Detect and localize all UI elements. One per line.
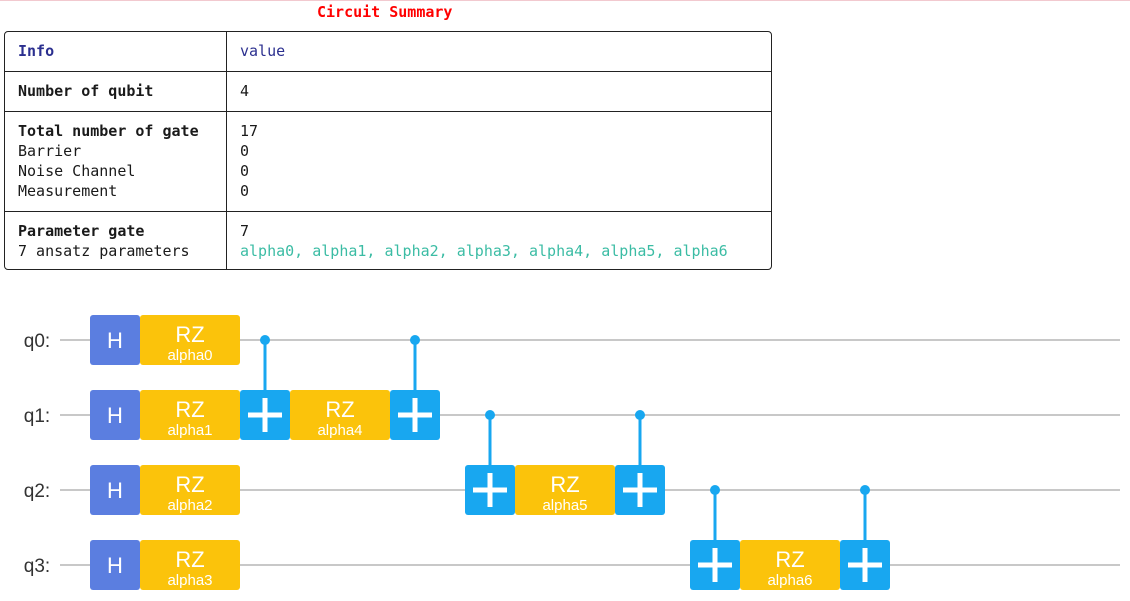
rz-gate-label: RZ: [175, 547, 204, 572]
rz-gate-box: [740, 540, 840, 590]
param-gate-value: 7: [240, 222, 250, 240]
rz-gate-box: [140, 315, 240, 365]
control-dot: [710, 485, 720, 495]
rz-gate-label: RZ: [175, 397, 204, 422]
control-dot: [635, 410, 645, 420]
rz-gate-box: [140, 540, 240, 590]
rz-gate-param: alpha3: [167, 572, 212, 589]
ansatz-params-label: 7 ansatz parameters: [18, 242, 190, 260]
rz-gate-label: RZ: [550, 472, 579, 497]
qubit-label-3: q3:: [24, 556, 50, 577]
h-gate: H: [90, 465, 140, 515]
circuit-diagram: q0:q1:q2:q3: HHHHRZalpha0RZalpha1RZalpha…: [24, 315, 1120, 590]
param-gate-label: Parameter gate: [18, 222, 145, 240]
h-gate-box: [90, 315, 140, 365]
h-gate-label: H: [107, 403, 123, 428]
ansatz-params-value: alpha0, alpha1, alpha2, alpha3, alpha4, …: [240, 242, 728, 260]
rz-gate-label: RZ: [775, 547, 804, 572]
table-row-params: Parameter gate 7 7 ansatz parameters alp…: [5, 211, 771, 271]
qubit-label-1: q1:: [24, 406, 50, 427]
measurement-value: 0: [240, 182, 250, 200]
qubit-count-label: Number of qubit: [18, 82, 154, 100]
h-gate-label: H: [107, 328, 123, 353]
rz-gate-param: alpha5: [542, 497, 587, 514]
rz-gate-param: alpha6: [767, 572, 812, 589]
measurement-label: Measurement: [18, 182, 118, 200]
h-gate-box: [90, 390, 140, 440]
h-gate: H: [90, 540, 140, 590]
control-dot: [260, 335, 270, 345]
rz-gate-param: alpha2: [167, 497, 212, 514]
rz-gate-box: [515, 465, 615, 515]
control-dot: [410, 335, 420, 345]
control-dot: [860, 485, 870, 495]
h-gate: H: [90, 390, 140, 440]
qubit-count-value: 4: [240, 82, 250, 100]
cnot-target: [615, 465, 665, 515]
control-dot: [485, 410, 495, 420]
rz-gate-param: alpha0: [167, 347, 212, 364]
top-divider: [0, 0, 1130, 1]
gate-count-value: 17: [240, 122, 259, 140]
rz-gate-label: RZ: [325, 397, 354, 422]
column-divider: [226, 32, 227, 269]
rz-gate-label: RZ: [175, 472, 204, 497]
table-header-row: Info value: [5, 32, 771, 71]
noise-channel-value: 0: [240, 162, 250, 180]
rz-gate-param: alpha4: [317, 422, 362, 439]
gate-count-label: Total number of gate: [18, 122, 199, 140]
summary-table: Info value Number of qubit 4 Total numbe…: [4, 31, 772, 270]
summary-title: Circuit Summary: [317, 3, 453, 21]
noise-channel-label: Noise Channel: [18, 162, 136, 180]
cnot-target: [465, 465, 515, 515]
cnot-target: [390, 390, 440, 440]
table-row-gates: Total number of gate 17 Barrier 0 Noise …: [5, 111, 771, 212]
cnot-target: [840, 540, 890, 590]
cnot-target: [240, 390, 290, 440]
header-value: value: [240, 42, 286, 60]
h-gate-label: H: [107, 553, 123, 578]
rz-gate-box: [140, 465, 240, 515]
rz-gate-box: [290, 390, 390, 440]
rz-gate-box: [140, 390, 240, 440]
header-info: Info: [18, 42, 55, 60]
rz-gate-label: RZ: [175, 322, 204, 347]
barrier-value: 0: [240, 142, 250, 160]
h-gate: H: [90, 315, 140, 365]
h-gate-box: [90, 540, 140, 590]
gates: HHHHRZalpha0RZalpha1RZalpha2RZalpha3RZal…: [90, 315, 890, 590]
qubit-label-0: q0:: [24, 331, 50, 352]
h-gate-box: [90, 465, 140, 515]
control-links: [263, 340, 867, 565]
table-row-qubits: Number of qubit 4: [5, 71, 771, 112]
h-gate-label: H: [107, 478, 123, 503]
cnot-target: [690, 540, 740, 590]
rz-gate-param: alpha1: [167, 422, 212, 439]
qubit-label-2: q2:: [24, 481, 50, 502]
barrier-label: Barrier: [18, 142, 82, 160]
